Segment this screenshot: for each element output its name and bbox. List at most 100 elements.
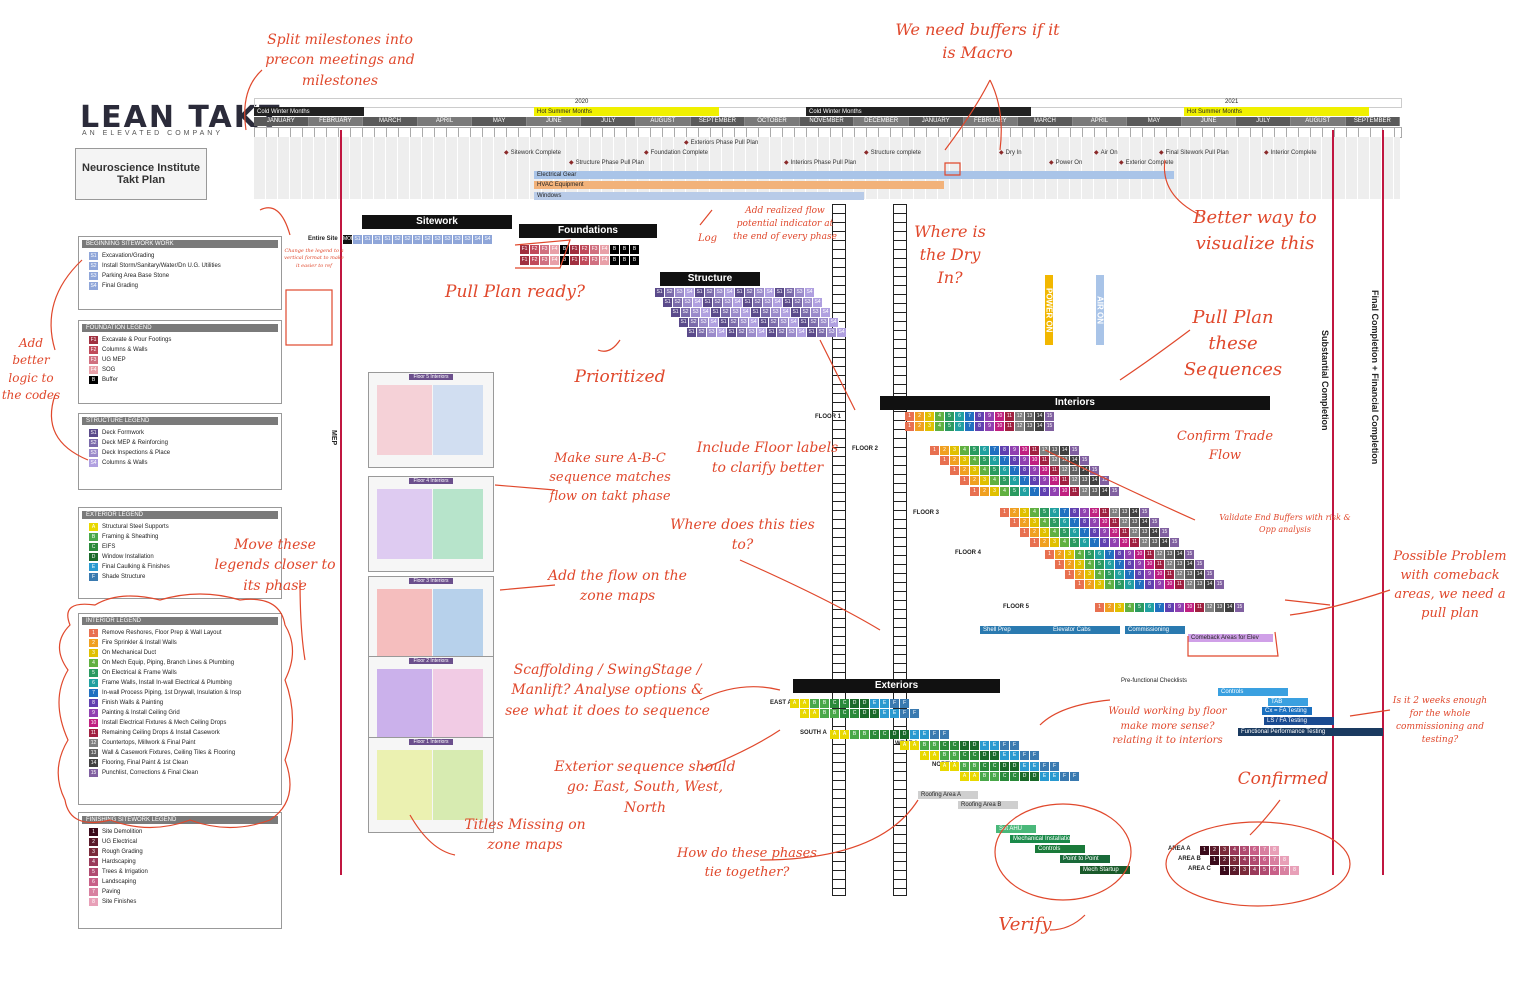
legend-swatch: 6 [89,679,98,687]
takt-cell: 6 [1105,560,1115,569]
takt-cell: S2 [413,235,423,244]
takt-cell: F3 [590,245,600,254]
takt-cell: S4 [701,308,711,317]
legend-label: Rough Grading [102,849,143,855]
takt-cell: 2 [1020,518,1030,527]
takt-cell: S3 [747,328,757,337]
takt-cell: 2 [1030,528,1040,537]
legend-title: BEGINNING SITEWORK WORK [82,240,278,248]
takt-cell: 4 [1060,538,1070,547]
note-possible-problem: Possible Problem with comeback areas, we… [1393,549,1507,621]
takt-cell: S4 [829,318,839,327]
takt-cell: B [610,245,620,254]
milestone-area: Exteriors Phase Pull Plan Sitework Compl… [254,137,1400,200]
row-label: Entire Site [308,236,338,242]
takt-cell: 5 [1240,846,1250,855]
takt-cell: S2 [817,328,827,337]
takt-cell: 15 [1195,560,1205,569]
phase-foundations: Foundations [519,224,657,238]
takt-cell: C [960,751,970,760]
takt-cell: F [1020,751,1030,760]
takt-cell: S4 [749,318,759,327]
takt-cell: 3 [1030,518,1040,527]
legend-title: EXTERIOR LEGEND [82,511,278,519]
takt-cell: 11 [1040,456,1050,465]
takt-cell: F [1010,741,1020,750]
takt-cell: 11 [1155,560,1165,569]
takt-cell: 3 [1050,538,1060,547]
legend-label: In-wall Process Piping, 1st Drywall, Ins… [102,690,242,696]
legend-swatch: 15 [89,769,98,777]
zone-map: Floor 2 Interiors [368,656,494,752]
takt-cell: C [1000,772,1010,781]
takt-cell: C [940,741,950,750]
takt-cell: S4 [837,328,847,337]
month-label: APRIL [417,117,473,126]
month-label: MAY [472,117,527,126]
legend-swatch: 2 [89,639,98,647]
legend-swatch: S2 [89,439,98,447]
zone-area [377,750,432,820]
phase-sitework: Sitework [362,215,512,229]
takt-cell: 15 [1070,446,1080,455]
takt-cell: C [950,741,960,750]
takt-cell: 15 [1080,456,1090,465]
note-verify: Verify [998,914,1052,935]
takt-cell: 12 [1080,487,1090,496]
takt-cell: 8 [1010,456,1020,465]
takt-cell: F [1060,772,1070,781]
takt-cell: 9 [985,412,995,421]
floor-label: FLOOR 3 [913,510,940,516]
takt-cell: 6 [1020,487,1030,496]
legend-swatch: E [89,563,98,571]
note-confirmed: Confirmed [1237,769,1329,789]
takt-cell: 2 [1075,570,1085,579]
ext-label: SOUTH A [800,730,827,736]
takt-cell: S3 [755,288,765,297]
takt-cell: 3 [1065,550,1075,559]
takt-cell: A [940,762,950,771]
takt-cell: F4 [550,245,560,254]
zone-area [433,385,483,455]
legend-swatch: 13 [89,749,98,757]
note-change-legend: Change the legend to a vertical format t… [284,248,344,269]
takt-cell: 6 [1000,466,1010,475]
takt-cell: F1 [570,245,580,254]
takt-cell: 3 [1075,560,1085,569]
takt-cell: 12 [1110,508,1120,517]
takt-cell: 2 [1055,550,1065,559]
takt-cell: S2 [769,318,779,327]
note-exterior-seq: Exterior sequence should go: East, South… [554,759,736,816]
legend-label: Flooring, Final Paint & 1st Clean [102,760,189,766]
floor-label: FLOOR 5 [1003,604,1030,610]
takt-cell: D [900,730,910,739]
month-label: JULY [581,117,637,126]
legend-swatch: 1 [89,629,98,637]
logo-subtitle: AN ELEVATED COMPANY [82,130,224,137]
legend-label: Painting & Install Ceiling Grid [102,710,180,716]
p2p-bar: Point to Point [1060,855,1110,863]
legend-swatch: 5 [89,868,98,876]
takt-cell: 2 [915,412,925,421]
takt-cell: 2 [950,456,960,465]
takt-cell: C [840,699,850,708]
takt-cell: B [620,256,630,265]
legend-label: EIFS [102,544,116,550]
legend-label: Landscaping [102,879,137,885]
takt-cell: S1 [655,288,665,297]
area-label: AREA C [1188,866,1211,872]
